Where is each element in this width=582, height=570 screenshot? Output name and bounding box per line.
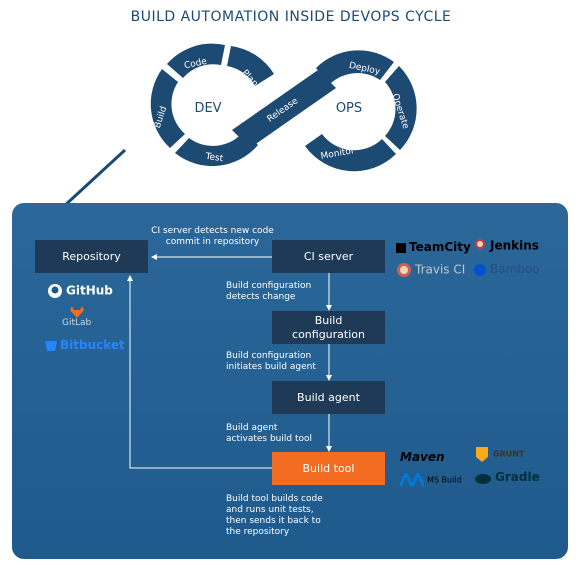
grunt-logo: GRUNT xyxy=(474,445,524,463)
dev-center-label: DEV xyxy=(194,101,221,116)
note-ci-detects: CI server detects new code commit in rep… xyxy=(151,226,274,247)
ops-center-label: OPS xyxy=(336,101,362,116)
teamcity-icon xyxy=(396,242,406,253)
bamboo-logo: Bamboo xyxy=(473,262,540,277)
gradle-logo: Gradle xyxy=(474,470,540,484)
github-logo: GitHub xyxy=(47,283,113,299)
devops-cycle: Code Plan Build Test Release Deploy Oper… xyxy=(60,43,417,210)
grunt-icon xyxy=(476,447,488,462)
build-configuration-box: Build configuration xyxy=(272,311,385,344)
note-tool-builds: Build tool builds code and runs unit tes… xyxy=(226,494,323,537)
segment-deploy xyxy=(316,50,394,84)
maven-logo: Maven xyxy=(400,450,445,464)
note-config-initiates: Build configuration initiates build agen… xyxy=(226,351,316,372)
bitbucket-logo: Bitbucket xyxy=(45,338,125,352)
repository-box: Repository xyxy=(35,240,148,273)
ci-server-box: CI server xyxy=(272,240,385,273)
note-agent-activates: Build agent activates build tool xyxy=(226,423,312,444)
bamboo-icon xyxy=(474,263,486,276)
arrow-tool-to-repo xyxy=(127,275,272,469)
gitlab-icon xyxy=(69,306,84,318)
build-tool-box: Build tool xyxy=(272,452,385,485)
teamcity-logo: TeamCity xyxy=(396,240,471,254)
label-test: Test xyxy=(204,152,224,165)
segment-test xyxy=(175,131,258,167)
gitlab-logo: GitLab xyxy=(62,306,91,328)
segment-build xyxy=(150,69,185,148)
build-agent-box: Build agent xyxy=(272,381,385,414)
diagram-title: BUILD AUTOMATION INSIDE DEVOPS CYCLE xyxy=(130,9,452,25)
gradle-icon xyxy=(475,473,491,484)
ms-build-icon xyxy=(400,473,424,487)
travis-ci-icon xyxy=(397,263,411,277)
segment-operate xyxy=(385,66,417,150)
ms-build-logo: MS Build xyxy=(400,473,462,487)
github-icon xyxy=(48,284,62,298)
note-config-detects: Build configuration detects change xyxy=(226,281,312,302)
label-code: Code xyxy=(183,57,208,72)
travis-ci-logo: Travis CI xyxy=(396,262,465,278)
bitbucket-icon xyxy=(45,340,57,351)
connector-line xyxy=(60,148,127,210)
segment-release xyxy=(232,70,336,148)
segment-plan xyxy=(227,46,274,86)
segment-code xyxy=(167,43,225,78)
segment-monitor xyxy=(305,134,396,172)
jenkins-logo: Jenkins xyxy=(473,238,539,254)
jenkins-icon xyxy=(475,239,485,249)
